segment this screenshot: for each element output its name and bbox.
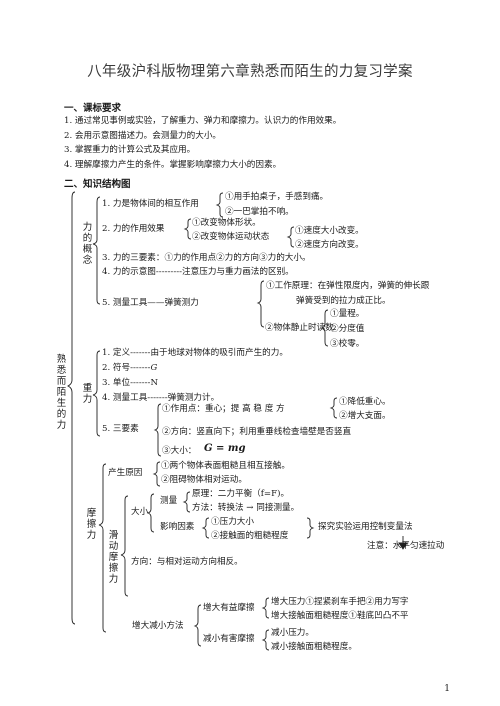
gravity-item-5a2: ②增大支面。 — [339, 411, 391, 421]
l5b-brace — [320, 309, 329, 347]
friction-cause: 产生原因 — [108, 468, 143, 478]
increase-brace — [261, 597, 270, 619]
page-number: 1 — [444, 684, 450, 694]
standards-item-3: 3. 掌握重力的计算公式及其应用。 — [64, 145, 196, 155]
gravity-item-2: 2. 符号-------G — [102, 363, 158, 373]
friction-size: 大小 — [131, 507, 149, 517]
gravity-item-1: 1. 定义-------由于地球对物体的吸引而产生的力。 — [102, 348, 288, 358]
concept-item-5a-cont: 弹簧受到的拉力成正比。 — [296, 296, 391, 306]
friction-cause-1: ①两个物体表面粗糙且相互接触。 — [161, 461, 290, 471]
down-arrow — [398, 536, 408, 550]
gravity-item-4: 4. 测量工具-------弹簧测力计。 — [102, 393, 220, 403]
friction-note: 注意：水平匀速拉动 — [367, 541, 445, 551]
friction-increase: 增大有益摩擦 — [203, 603, 255, 613]
l2b-brace — [286, 226, 295, 248]
gravity-item-5c: ③大小： — [162, 446, 197, 456]
concept-item-5: 5. 测量工具——弹簧测力 — [102, 298, 199, 308]
gravity-brace — [92, 350, 101, 437]
gravity-symbol: G — [150, 363, 158, 373]
concept-brace — [92, 196, 101, 305]
concept-item-5b2: ②分度值 — [330, 324, 365, 334]
gravity-item-3: 3. 单位-------N — [102, 378, 158, 388]
page-title: 八年级沪科版物理第六章熟悉而陌生的力复习学案 — [87, 64, 413, 80]
friction-label: 摩擦力 — [86, 508, 97, 541]
friction-factors: 影响因素 — [160, 522, 195, 532]
l1-brace — [215, 192, 224, 218]
sliding-brace — [120, 495, 129, 597]
gravity-label: 重力 — [82, 383, 93, 405]
concept-item-1a: ①用手拍桌子，手感到痛。 — [225, 192, 329, 202]
concept-item-5a: ①工作原理：在弹性限度内，弹簧的伸长跟 — [266, 281, 430, 291]
friction-change-methods: 增大减小方法 — [132, 621, 184, 631]
cause-brace — [152, 461, 161, 487]
concept-item-2b1: ①速度大小改变。 — [295, 226, 364, 236]
friction-factor-2: ②接触面的粗糙程度 — [211, 531, 289, 541]
section-heading-standards: 一、课标要求 — [64, 103, 122, 114]
g5-brace — [153, 403, 162, 457]
sliding-friction-label: 滑动摩擦力 — [108, 530, 119, 585]
l2-brace — [183, 218, 192, 240]
concept-item-2b: ②改变物体运动状态 — [192, 232, 270, 242]
concept-item-5b: ②物体静止时读数 — [265, 323, 334, 333]
standards-item-2: 2. 会用示意图描述力。会测量力的大小。 — [64, 131, 222, 141]
friction-cause-2: ②阻碍物体相对运动。 — [161, 475, 247, 485]
concept-item-3: 3. 力的三要素：①力的作用点②力的方向③力的大小。 — [102, 253, 311, 263]
friction-factor-1: ①压力大小 — [211, 517, 254, 527]
decrease-brace — [261, 629, 270, 651]
root-brace — [66, 191, 76, 625]
section-heading-structure: 二、知识结构图 — [64, 179, 131, 190]
friction-brace — [98, 463, 107, 633]
g5a-brace — [329, 397, 338, 419]
concept-item-5b3: ③校零。 — [330, 339, 365, 349]
friction-method: 方法：转换法 → 同接测量。 — [192, 503, 300, 513]
gravity-item-5a: ①作用点：重心；提 高 稳 度 方 — [162, 404, 285, 414]
friction-decrease-1: 减小压力。 — [271, 628, 314, 638]
concept-item-1: 1. 力是物体间的相互作用 — [102, 199, 199, 209]
friction-direction: 方向：与相对运动方向相反。 — [131, 557, 243, 567]
concept-item-4: 4. 力的示意图---------注意压力与重力画法的区别。 — [102, 267, 294, 277]
friction-principle: 原理：二力平衡（f=F)。 — [192, 489, 290, 499]
friction-increase-1: 增大压力①捏紧刹车手把②用力写字 — [271, 597, 409, 607]
gravity-item-5: 5. 三要素 — [102, 424, 139, 434]
friction-increase-2: 增大接触面粗糙程度①鞋底凹凸不平 — [271, 611, 409, 621]
friction-measure: 测量 — [160, 496, 178, 506]
gravity-formula: G = mg — [204, 443, 246, 454]
size-brace — [146, 493, 155, 533]
factors-brace — [201, 517, 210, 539]
gravity-unit: N — [150, 378, 158, 388]
concept-item-2a: ①改变物体形状。 — [192, 218, 261, 228]
l5-brace — [256, 280, 265, 328]
friction-decrease-2: 减小接触面粗糙程度。 — [271, 642, 357, 652]
concept-item-1b: ②一巴掌拍不响。 — [225, 207, 294, 217]
standards-item-1: 1. 通过常见事例或实验，了解重力、弹力和摩擦力。认识力的作用效果。 — [64, 116, 342, 126]
measure-brace — [182, 491, 191, 513]
concept-item-2b2: ②速度方向改变。 — [295, 240, 364, 250]
standards-item-4: 4. 理解摩擦力产生的条件。掌握影响摩擦力大小的因素。 — [64, 160, 282, 170]
friction-decrease: 减小有害摩擦 — [203, 634, 255, 644]
concept-item-2: 2. 力的作用效果 — [102, 224, 165, 234]
friction-explore: 探究实验运用控制变量法 — [318, 522, 413, 532]
root-label: 熟悉而陌生的力 — [56, 354, 67, 431]
change-brace — [193, 604, 202, 647]
factors-right-brace — [306, 517, 315, 539]
concept-item-5b1: ①量程。 — [330, 309, 365, 319]
gravity-item-5a1: ①降低重心。 — [339, 397, 391, 407]
concept-label: 力的概念 — [82, 222, 93, 266]
gravity-item-5b: ②方向：竖直向下；利用重垂线检查墙壁是否竖直 — [162, 427, 352, 437]
